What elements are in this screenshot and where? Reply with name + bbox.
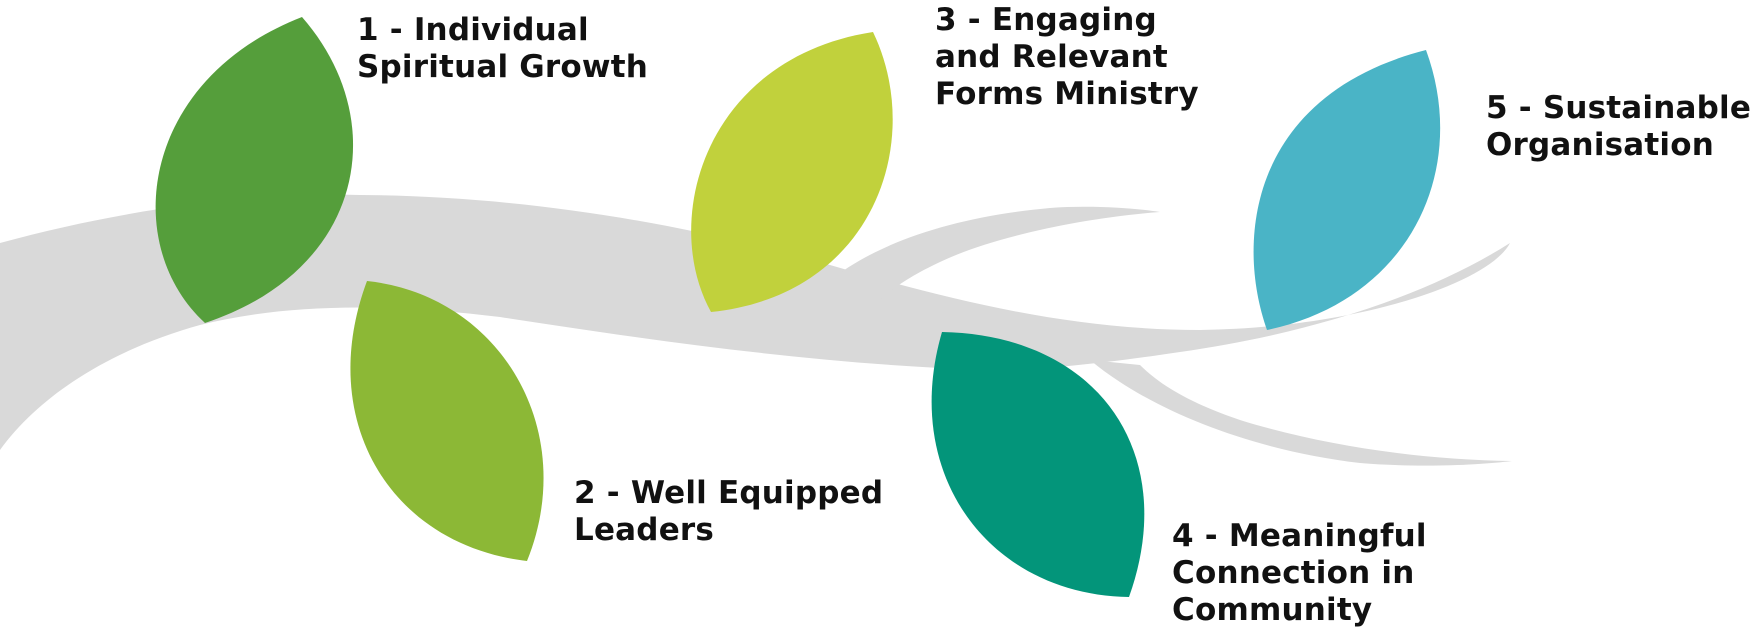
leaf-5-icon xyxy=(1253,50,1441,330)
leaf-3-icon xyxy=(691,32,893,312)
goal-4-line-2: Connection in xyxy=(1172,555,1415,591)
goal-4-line-3: Community xyxy=(1172,592,1373,628)
leaf-4-icon xyxy=(931,332,1145,597)
goal-5-line-2: Organisation xyxy=(1486,127,1715,163)
branch-lower-twig xyxy=(1090,360,1512,466)
goal-5-label: 5 - Sustainable Organisation xyxy=(1486,90,1750,164)
goal-5-line-1: 5 - Sustainable xyxy=(1486,90,1750,126)
goal-1-line-2: Spiritual Growth xyxy=(357,49,649,85)
goal-2-line-2: Leaders xyxy=(574,512,715,548)
goal-3-label: 3 - Engaging and Relevant Forms Ministry xyxy=(935,2,1199,113)
branch xyxy=(0,194,1512,466)
goal-1-line-1: 1 - Individual xyxy=(357,12,589,48)
goal-2-line-1: 2 - Well Equipped xyxy=(574,475,884,511)
branch-main-stem xyxy=(0,194,1510,450)
goal-3-line-1: 3 - Engaging xyxy=(935,2,1157,38)
goal-3-line-3: Forms Ministry xyxy=(935,76,1199,112)
goal-4-label: 4 - Meaningful Connection in Community xyxy=(1172,518,1427,629)
leaf-2-icon xyxy=(350,281,544,561)
goal-2-label: 2 - Well Equipped Leaders xyxy=(574,475,883,549)
branch-upper-twig xyxy=(828,206,1160,300)
goal-3-line-2: and Relevant xyxy=(935,39,1168,75)
goal-4-line-1: 4 - Meaningful xyxy=(1172,518,1427,554)
goal-1-label: 1 - Individual Spiritual Growth xyxy=(357,12,648,86)
leaf-1-icon xyxy=(155,17,354,323)
